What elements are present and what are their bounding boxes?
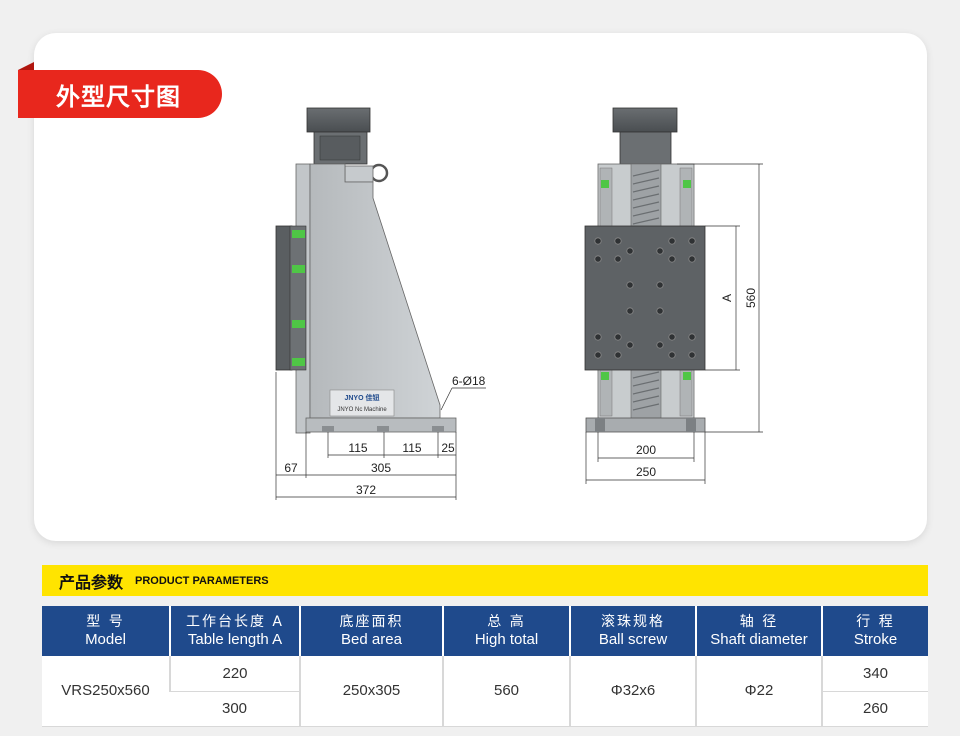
front-motor-flange [619, 131, 672, 165]
params-title-bar: 产品参数 PRODUCT PARAMETERS [42, 565, 928, 596]
section-title-banner: 外型尺寸图 [18, 62, 222, 118]
slider-block [292, 358, 305, 366]
cell-table-length: 300 [170, 691, 300, 727]
slider-block [292, 320, 305, 328]
cell-ball-screw: Φ32x6 [569, 656, 696, 727]
side-view: JNYO 佳钮 JNYO Nc Machine 6-Ø18 115 115 25… [275, 107, 486, 500]
cell-bed-area: 250x305 [299, 656, 443, 727]
dim-67: 67 [284, 461, 298, 475]
table-holes [594, 237, 696, 359]
dim-25: 25 [441, 441, 455, 455]
support-gusset [309, 163, 441, 419]
side-table [275, 225, 293, 371]
cell-model: VRS250x560 [42, 656, 170, 727]
motor-body [306, 107, 371, 133]
nameplate-text: JNYO Nc Machine [337, 407, 387, 413]
dim-372: 372 [356, 483, 376, 497]
front-base-plate [585, 417, 706, 433]
slider-block [601, 372, 609, 380]
front-table-plate [584, 225, 706, 371]
cell-stroke: 260 [821, 691, 928, 727]
hole-note: 6-Ø18 [452, 374, 486, 388]
nameplate [329, 389, 395, 417]
params-title-en: PRODUCT PARAMETERS [135, 574, 269, 587]
dim-115-right: 115 [402, 441, 421, 455]
dim-250: 250 [636, 465, 656, 479]
cell-high-total: 560 [442, 656, 570, 727]
front-view: 200 250 A 560 [584, 107, 763, 484]
cell-table-length: 220 [169, 656, 300, 692]
dim-A: A [720, 294, 734, 302]
dim-305: 305 [371, 461, 391, 475]
dimension-drawing: JNYO 佳钮 JNYO Nc Machine 6-Ø18 115 115 25… [275, 107, 763, 500]
dim-560: 560 [744, 288, 758, 308]
table-row: 300 260 [42, 691, 928, 727]
dim-115-left: 115 [348, 441, 367, 455]
table-row: VRS250x560 220 250x305 560 Φ32x6 Φ22 340 [42, 656, 928, 727]
slider-block [683, 372, 691, 380]
slider-block [601, 180, 609, 188]
slider-block [292, 265, 305, 273]
slider-block [683, 180, 691, 188]
params-title-cn: 产品参数 [59, 572, 124, 592]
nameplate-logo: JNYO 佳钮 [344, 393, 379, 402]
dim-200: 200 [636, 443, 656, 457]
cell-shaft-diameter: Φ22 [695, 656, 822, 727]
slider-block [292, 230, 305, 238]
cell-stroke: 340 [821, 656, 928, 692]
front-motor-body [612, 107, 678, 133]
